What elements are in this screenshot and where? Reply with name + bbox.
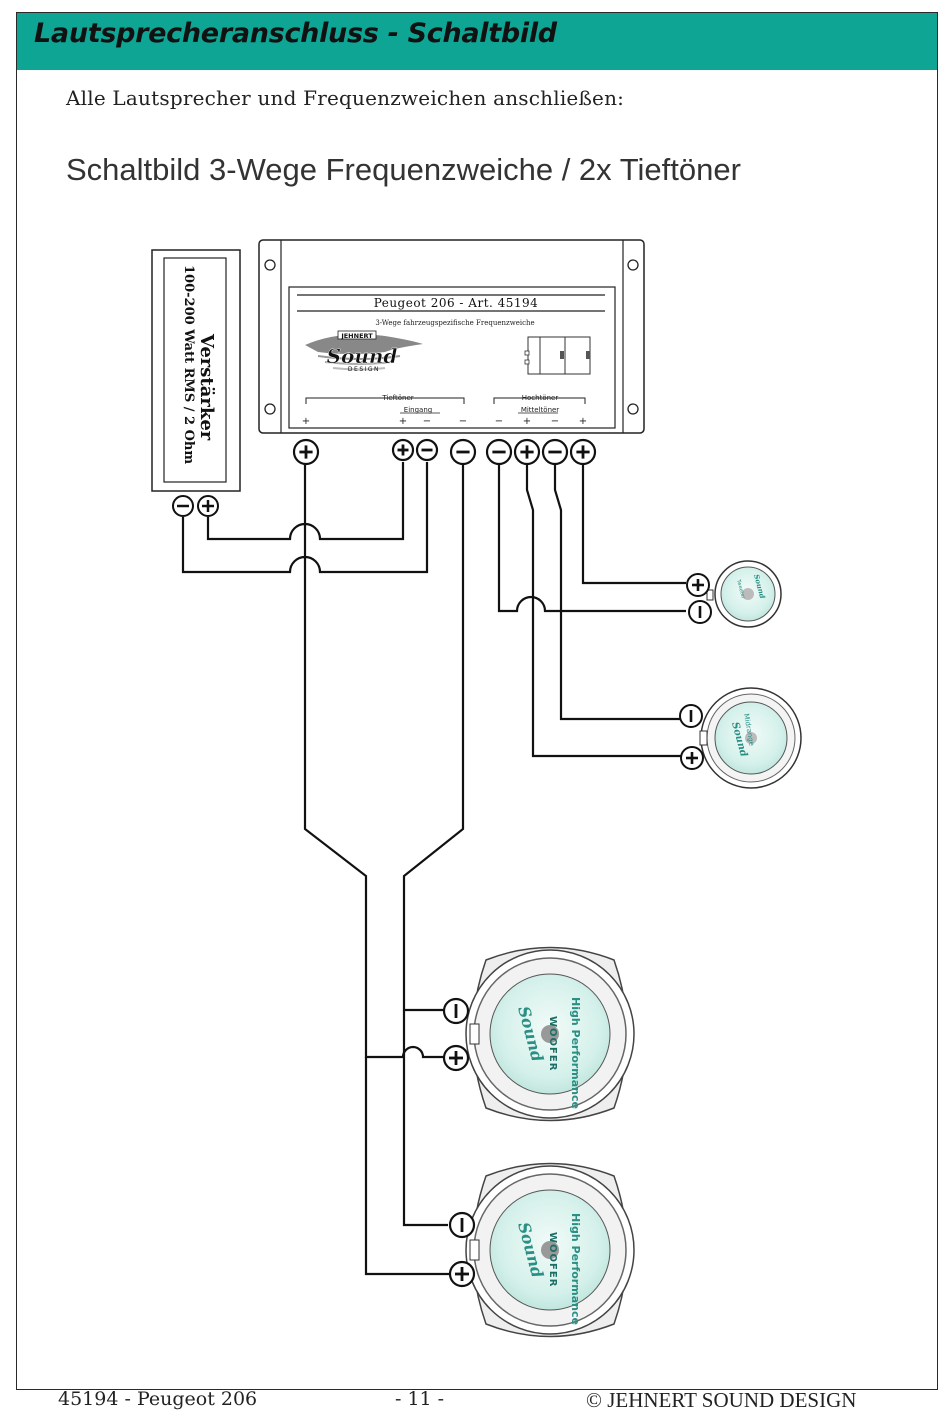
amp-terminal-minus (172, 495, 194, 517)
label-eingang: Eingang (404, 406, 432, 414)
woofer-1-terminal-minus (442, 997, 470, 1025)
crossover-terminal-plus-6 (513, 438, 541, 466)
intro-text: Alle Lautsprecher und Frequenzweichen an… (66, 86, 625, 110)
logo-jehnert: JEHNERT (340, 332, 373, 340)
logo-sound: Sound (327, 344, 398, 368)
label-mitteltoener: Mitteltöner (521, 406, 559, 414)
crossover-terminal-plus-8 (569, 438, 597, 466)
diagram-subtitle: Schaltbild 3-Wege Frequenzweiche / 2x Ti… (66, 152, 741, 187)
crossover-terminal-plus-1 (292, 438, 320, 466)
header-bar (17, 13, 937, 70)
crossover-polarity-mark-4: − (459, 416, 467, 427)
crossover-terminal-minus-5 (485, 438, 513, 466)
crossover-polarity-mark-8: + (579, 416, 587, 427)
tweeter-terminal-minus (688, 600, 712, 624)
label-tieftoener: Tieftöner (381, 394, 413, 402)
logo-design: DESIGN (348, 366, 380, 373)
amp-terminal-plus (197, 495, 219, 517)
label-hochtoener: Hochtöner (522, 394, 559, 402)
crossover-polarity-mark-6: + (523, 416, 531, 427)
tweeter-terminal-plus (686, 573, 710, 597)
tweeter-label: Tweeter (735, 578, 746, 600)
crossover-terminal-minus-4 (449, 438, 477, 466)
crossover-polarity-mark-7: − (551, 416, 559, 427)
crossover-polarity-mark-3: − (423, 416, 431, 427)
crossover-terminals (292, 438, 597, 466)
crossover-title: Peugeot 206 - Art. 45194 (374, 296, 539, 310)
page-frame (16, 12, 938, 1390)
woofer-2-label: WOOFER (547, 1232, 558, 1287)
woofer-1 (465, 946, 635, 1122)
footer-copyright: © JEHNERT SOUND DESIGN (586, 1388, 857, 1412)
crossover-polarity-mark-2: + (399, 416, 407, 427)
wires (181, 462, 688, 1276)
amplifier (151, 249, 241, 492)
crossover-polarity-mark-5: − (495, 416, 503, 427)
woofer-2-ring: High Performance (569, 1213, 582, 1325)
crossover-terminal-plus-2 (391, 438, 415, 462)
crossover-description: 3-Wege fahrzeugspezifische Frequenzweich… (375, 319, 534, 327)
tweeter (706, 560, 782, 628)
woofer-2 (465, 1162, 635, 1338)
woofer-2-terminal-plus (448, 1260, 476, 1288)
woofer-1-ring: High Performance (569, 997, 582, 1109)
crossover-box (258, 239, 645, 434)
midrange-speaker (699, 687, 802, 789)
amplifier-title: Verstärker (196, 334, 217, 441)
woofer-1-terminal-plus (442, 1044, 470, 1072)
crossover-terminal-minus-7 (541, 438, 569, 466)
footer-page-number: - 11 - (395, 1388, 445, 1410)
midrange-terminal-plus (680, 746, 704, 770)
footer-left: 45194 - Peugeot 206 (58, 1388, 258, 1410)
page-title: Lautsprecheranschluss - Schaltbild (34, 18, 557, 49)
woofer-1-label: WOOFER (547, 1016, 558, 1071)
crossover-polarity-mark-1: + (302, 416, 310, 427)
amplifier-spec: 100-200 Watt RMS / 2 Ohm (181, 265, 196, 465)
woofer-2-terminal-minus (448, 1211, 476, 1239)
midrange-terminal-minus (679, 704, 703, 728)
crossover-terminal-minus-3 (415, 438, 439, 462)
